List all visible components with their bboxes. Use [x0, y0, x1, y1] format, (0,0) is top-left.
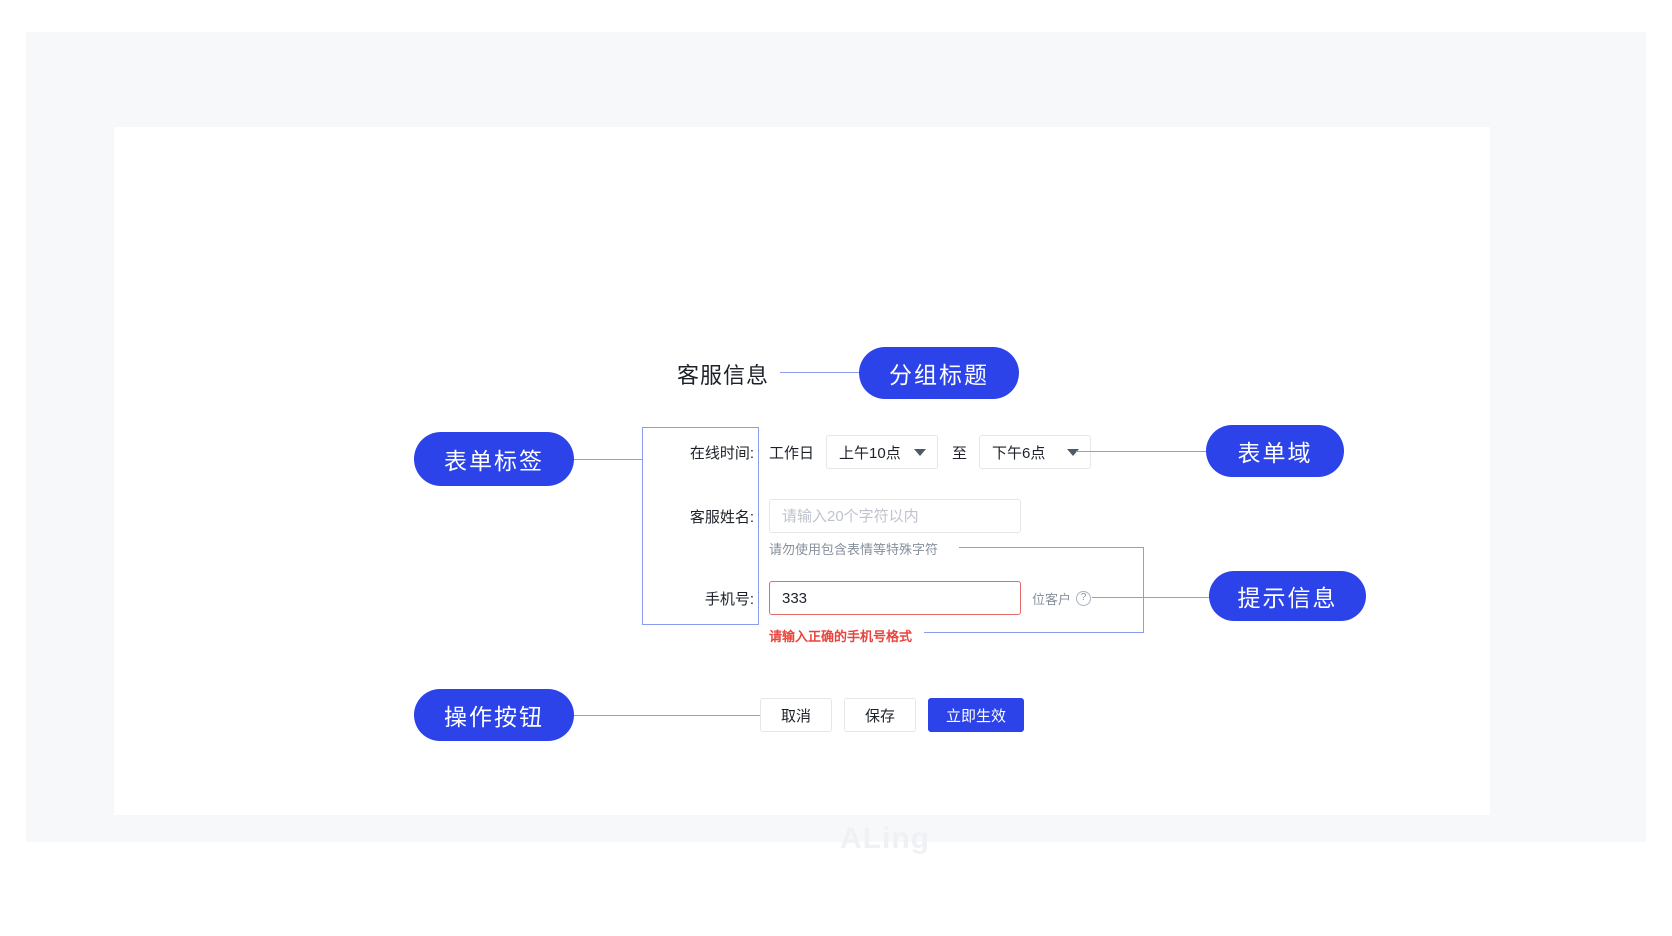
connector-tip-bottom [924, 632, 1144, 633]
label-agent-name: 客服姓名: [689, 508, 754, 526]
phone-error-text: 请输入正确的手机号格式 [769, 629, 913, 644]
watermark: ALing [840, 822, 930, 855]
select-start-time[interactable]: 上午10点 [826, 435, 939, 469]
chevron-down-icon [914, 449, 927, 456]
help-circle-icon[interactable]: ? [1076, 590, 1092, 606]
connector-form-field [1076, 451, 1208, 452]
select-end-time-value: 下午6点 [992, 444, 1046, 462]
form-row-phone: 手机号: 位客户 ? [674, 581, 1092, 615]
form-row-agent-name: 客服姓名: [674, 499, 1021, 533]
annotation-action-button: 操作按钮 [414, 689, 574, 741]
phone-suffix-text: 位客户 [1032, 591, 1072, 607]
select-start-time-value: 上午10点 [839, 444, 901, 462]
select-end-time[interactable]: 下午6点 [979, 435, 1092, 469]
form-label-bracket [642, 427, 759, 625]
connector-tip-right [1092, 597, 1210, 598]
phone-input[interactable] [769, 581, 1021, 615]
agent-name-input[interactable] [769, 499, 1021, 533]
chevron-down-icon [1067, 449, 1080, 456]
annotation-form-label: 表单标签 [414, 432, 574, 486]
annotation-form-field: 表单域 [1206, 425, 1344, 477]
phone-suffix: 位客户 ? [1032, 589, 1092, 608]
label-phone: 手机号: [704, 590, 754, 608]
save-button[interactable]: 保存 [844, 698, 916, 732]
annotation-group-title: 分组标题 [859, 347, 1019, 399]
label-online-time: 在线时间: [689, 444, 754, 462]
connector-group-title [780, 372, 860, 373]
cancel-button[interactable]: 取消 [760, 698, 832, 732]
annotation-tip-info: 提示信息 [1209, 571, 1366, 621]
canvas-background: 客服信息 分组标题 表单标签 在线时间: 工作日 上午10点 至 下午6点 [26, 32, 1646, 855]
group-title: 客服信息 [677, 363, 770, 388]
content-card: 客服信息 分组标题 表单标签 在线时间: 工作日 上午10点 至 下午6点 [114, 127, 1490, 855]
connector-tip-top [959, 547, 1143, 548]
connector-action-buttons [574, 715, 760, 716]
button-row: 取消 保存 立即生效 [760, 698, 1025, 732]
connector-tip-vertical [1143, 547, 1144, 632]
text-time-separator: 至 [952, 444, 968, 462]
apply-button[interactable]: 立即生效 [928, 698, 1025, 732]
text-workday: 工作日 [769, 444, 815, 462]
agent-name-helper-text: 请勿使用包含表情等特殊字符 [769, 542, 939, 557]
form-row-online-time: 在线时间: 工作日 上午10点 至 下午6点 [674, 435, 1092, 469]
connector-form-label [574, 459, 642, 460]
